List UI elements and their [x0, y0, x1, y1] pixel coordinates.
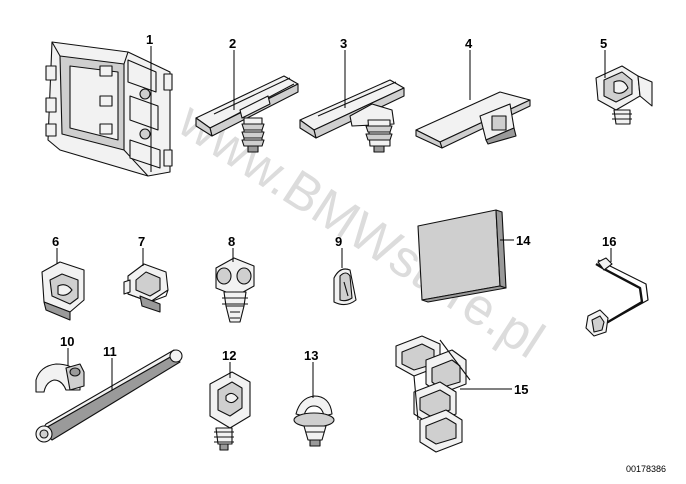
part-number-9: 9: [335, 234, 342, 249]
wire-retaining-clip-icon[interactable]: [585, 257, 649, 337]
part-number-10: 10: [60, 334, 74, 349]
cable-strap-clip-wide-icon[interactable]: [299, 79, 405, 153]
part-number-11: 11: [103, 344, 117, 359]
part-number-16: 16: [602, 234, 616, 249]
part-number-6: 6: [52, 234, 59, 249]
pipe-clip-icon[interactable]: [595, 65, 653, 125]
cable-ring-clip-icon[interactable]: [293, 395, 335, 447]
part-number-4: 4: [465, 36, 473, 51]
expanding-rivet-icon[interactable]: [333, 268, 357, 306]
reference-code: 00178386: [626, 464, 666, 474]
part-number-3: 3: [340, 36, 347, 51]
edge-protection-strip-icon[interactable]: [35, 349, 183, 443]
relay-holder-bracket-icon[interactable]: [45, 41, 173, 177]
cable-strap-clip-icon[interactable]: [195, 75, 299, 153]
part-number-12: 12: [222, 348, 236, 363]
hose-holder-clip-icon[interactable]: [209, 371, 251, 451]
part-number-2: 2: [229, 36, 236, 51]
cable-tie-clip-icon[interactable]: [415, 91, 531, 149]
part-number-15: 15: [514, 382, 528, 397]
part-number-1: 1: [146, 32, 153, 47]
push-in-cable-clip-icon[interactable]: [215, 257, 255, 323]
part-number-7: 7: [138, 234, 145, 249]
part-number-14: 14: [516, 233, 531, 248]
cable-holder-icon[interactable]: [41, 261, 85, 321]
multiple-cable-holder-icon[interactable]: [395, 335, 471, 453]
cable-clamp-icon[interactable]: [123, 263, 169, 313]
part-number-8: 8: [228, 234, 235, 249]
part-number-5: 5: [600, 36, 607, 51]
small-cable-clip-icon[interactable]: [35, 363, 85, 393]
adhesive-pad-icon[interactable]: [417, 209, 507, 303]
part-number-13: 13: [304, 348, 318, 363]
